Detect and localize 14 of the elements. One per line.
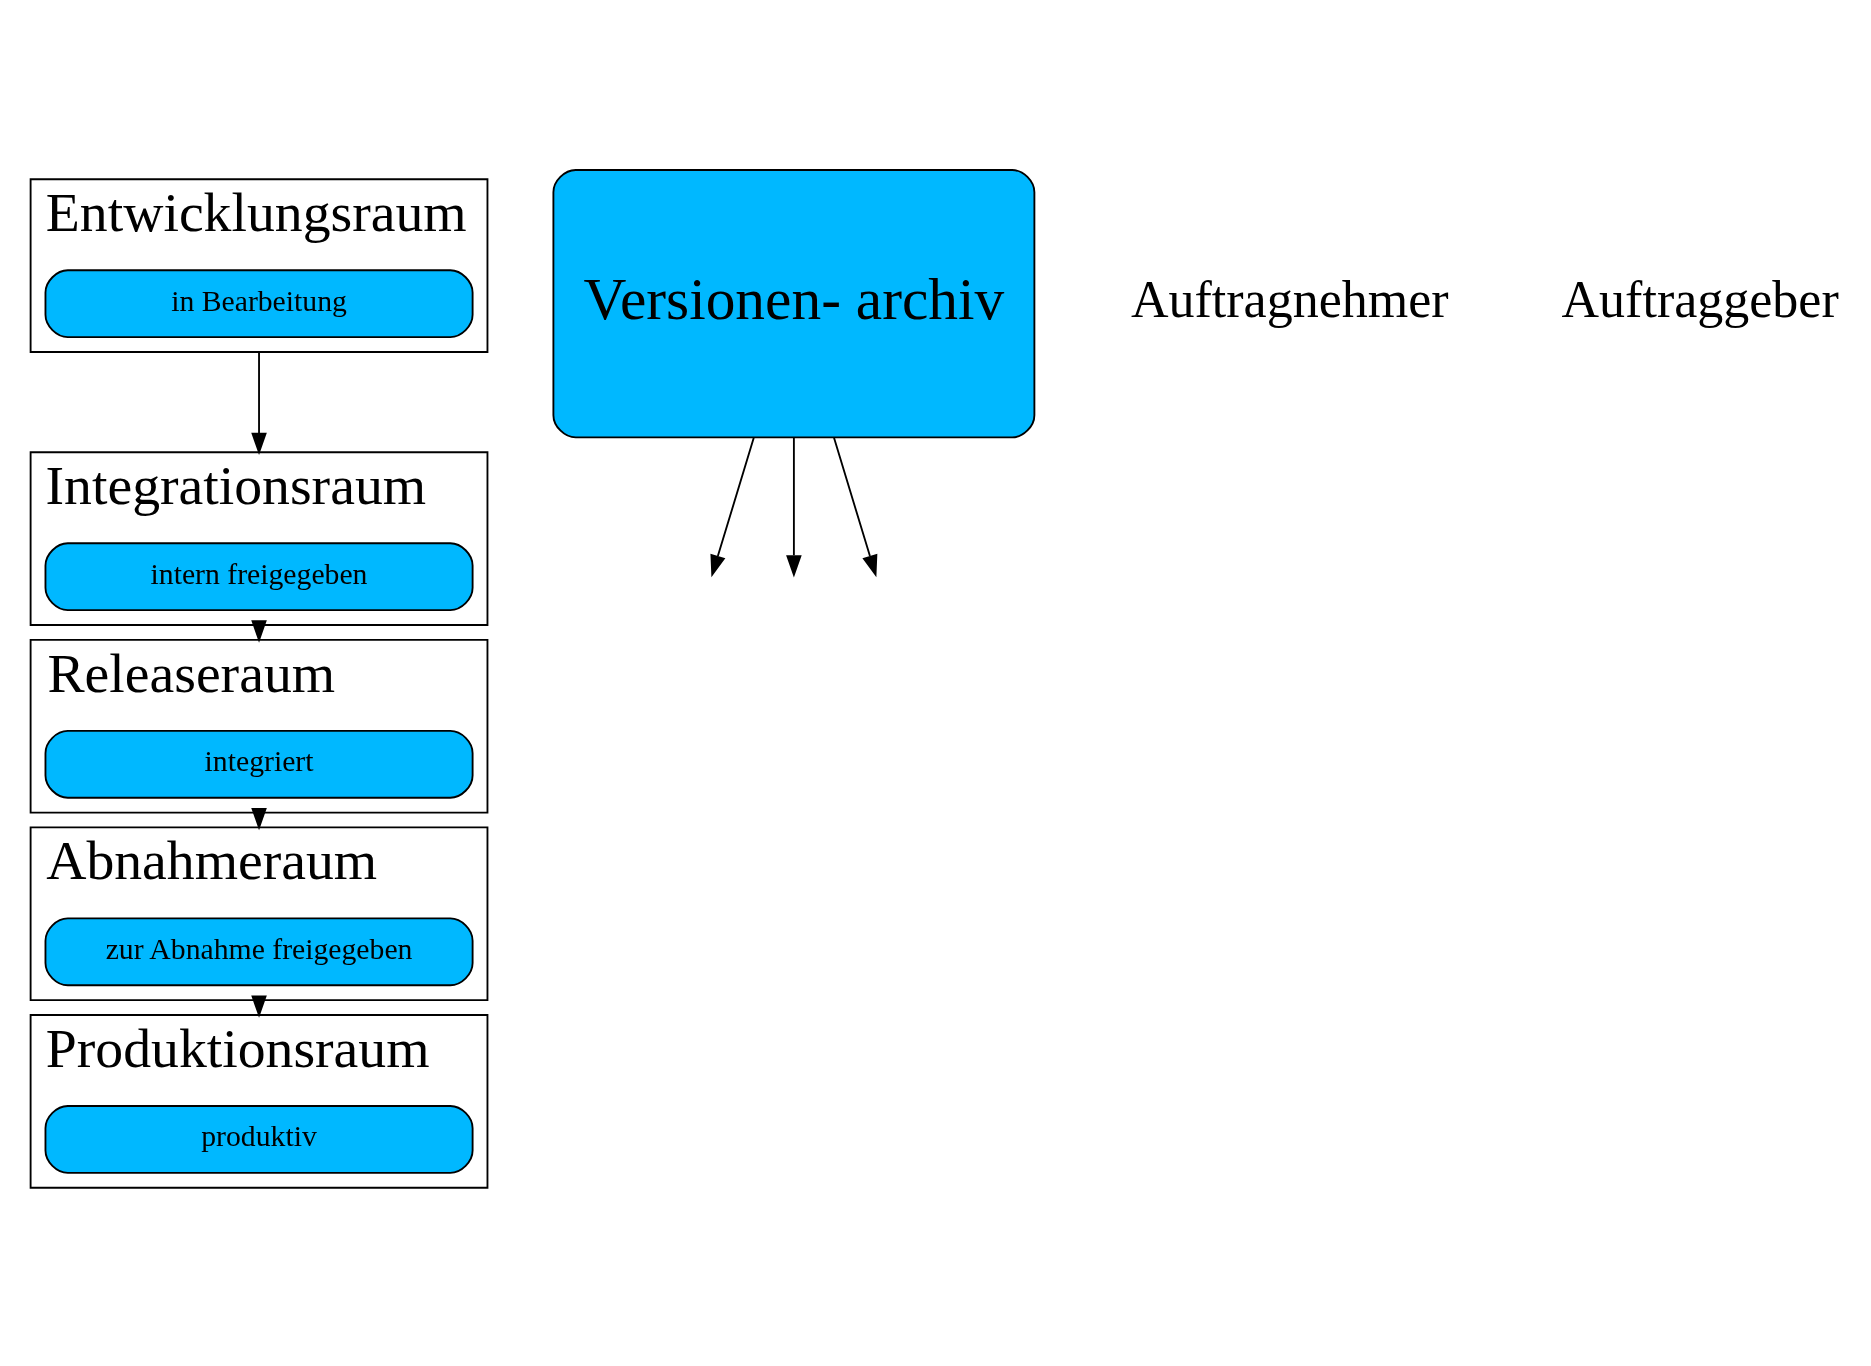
arrow (251, 350, 267, 455)
arrow (251, 619, 267, 643)
label: Auftragnehmer (1130, 270, 1449, 328)
arrow (833, 436, 878, 577)
arrow (786, 436, 802, 577)
node-box: produktiv (44, 1104, 474, 1174)
arrow (710, 436, 755, 577)
node-box: Versionen- archiv (552, 168, 1036, 438)
label: Auftraggeber (1561, 270, 1839, 328)
arrow (251, 807, 267, 830)
node-box: intern freigegeben (44, 541, 474, 611)
node-box: in Bearbeitung (44, 268, 474, 338)
node-box: integriert (44, 729, 474, 799)
node-box: zur Abnahme freigegeben (44, 917, 474, 986)
